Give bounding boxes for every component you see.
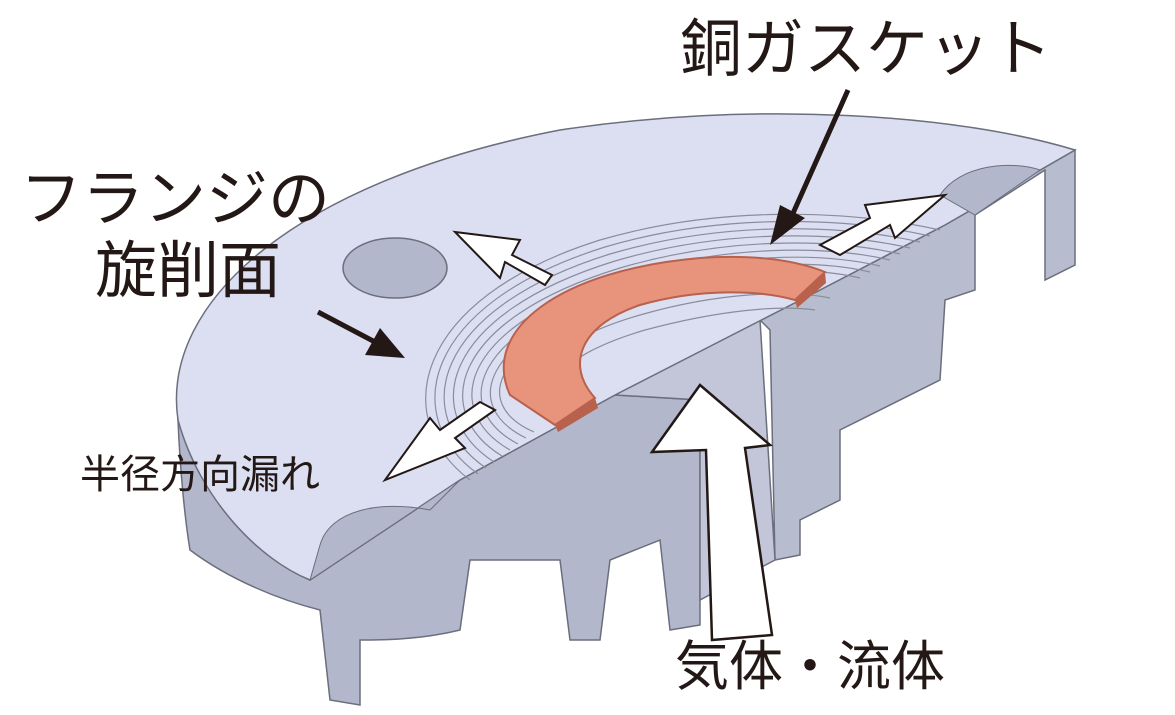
- turned-surface-grooves: [425, 213, 941, 481]
- fluid-label: 気体・流体: [675, 635, 945, 698]
- flange-surface-label-line1: フランジの: [20, 162, 331, 235]
- bolt-hole-notch-right: [939, 164, 1042, 216]
- gasket-pointer-head: [770, 205, 805, 245]
- leak-arrow-down-left: [382, 400, 497, 483]
- radial-leak-arrows: [382, 193, 949, 483]
- leak-arrow-up-right: [817, 193, 949, 257]
- copper-gasket: [502, 255, 827, 427]
- pointer-arrows: [316, 88, 851, 358]
- bolt-hole: [342, 237, 448, 299]
- gasket-label: 銅ガスケット: [680, 12, 1053, 85]
- fluid-flow-arrow: [649, 383, 774, 642]
- leak-arrow-up-left: [452, 230, 554, 287]
- radial-leak-label: 半径方向漏れ: [80, 452, 320, 498]
- bolt-hole-notch: [309, 479, 461, 582]
- surface-pointer-head: [365, 328, 405, 358]
- copper-gasket-edge: [555, 272, 826, 432]
- flange-outer-side: [177, 394, 701, 706]
- flange-surface-label-line2: 旋削面: [95, 234, 282, 307]
